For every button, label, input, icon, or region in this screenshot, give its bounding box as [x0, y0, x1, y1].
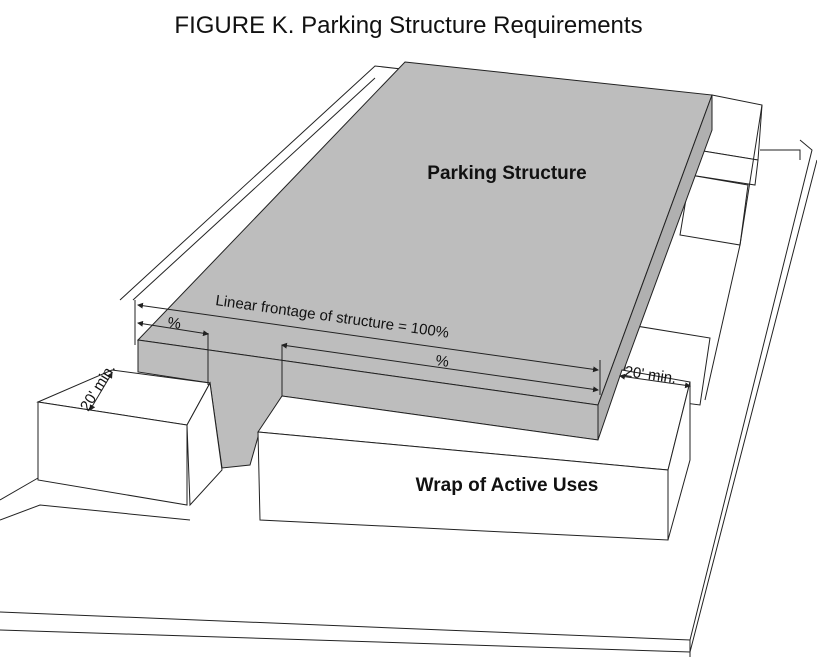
- percent-left-label: %: [166, 314, 182, 333]
- wrap-buildings: [36, 369, 691, 541]
- percent-right-label: %: [434, 352, 450, 371]
- wrap-label: Wrap of Active Uses: [416, 475, 599, 496]
- parking-structure-label: Parking Structure: [427, 163, 586, 184]
- figure-title: FIGURE K. Parking Structure Requirements: [174, 12, 643, 39]
- dimension-lines: [89, 300, 691, 411]
